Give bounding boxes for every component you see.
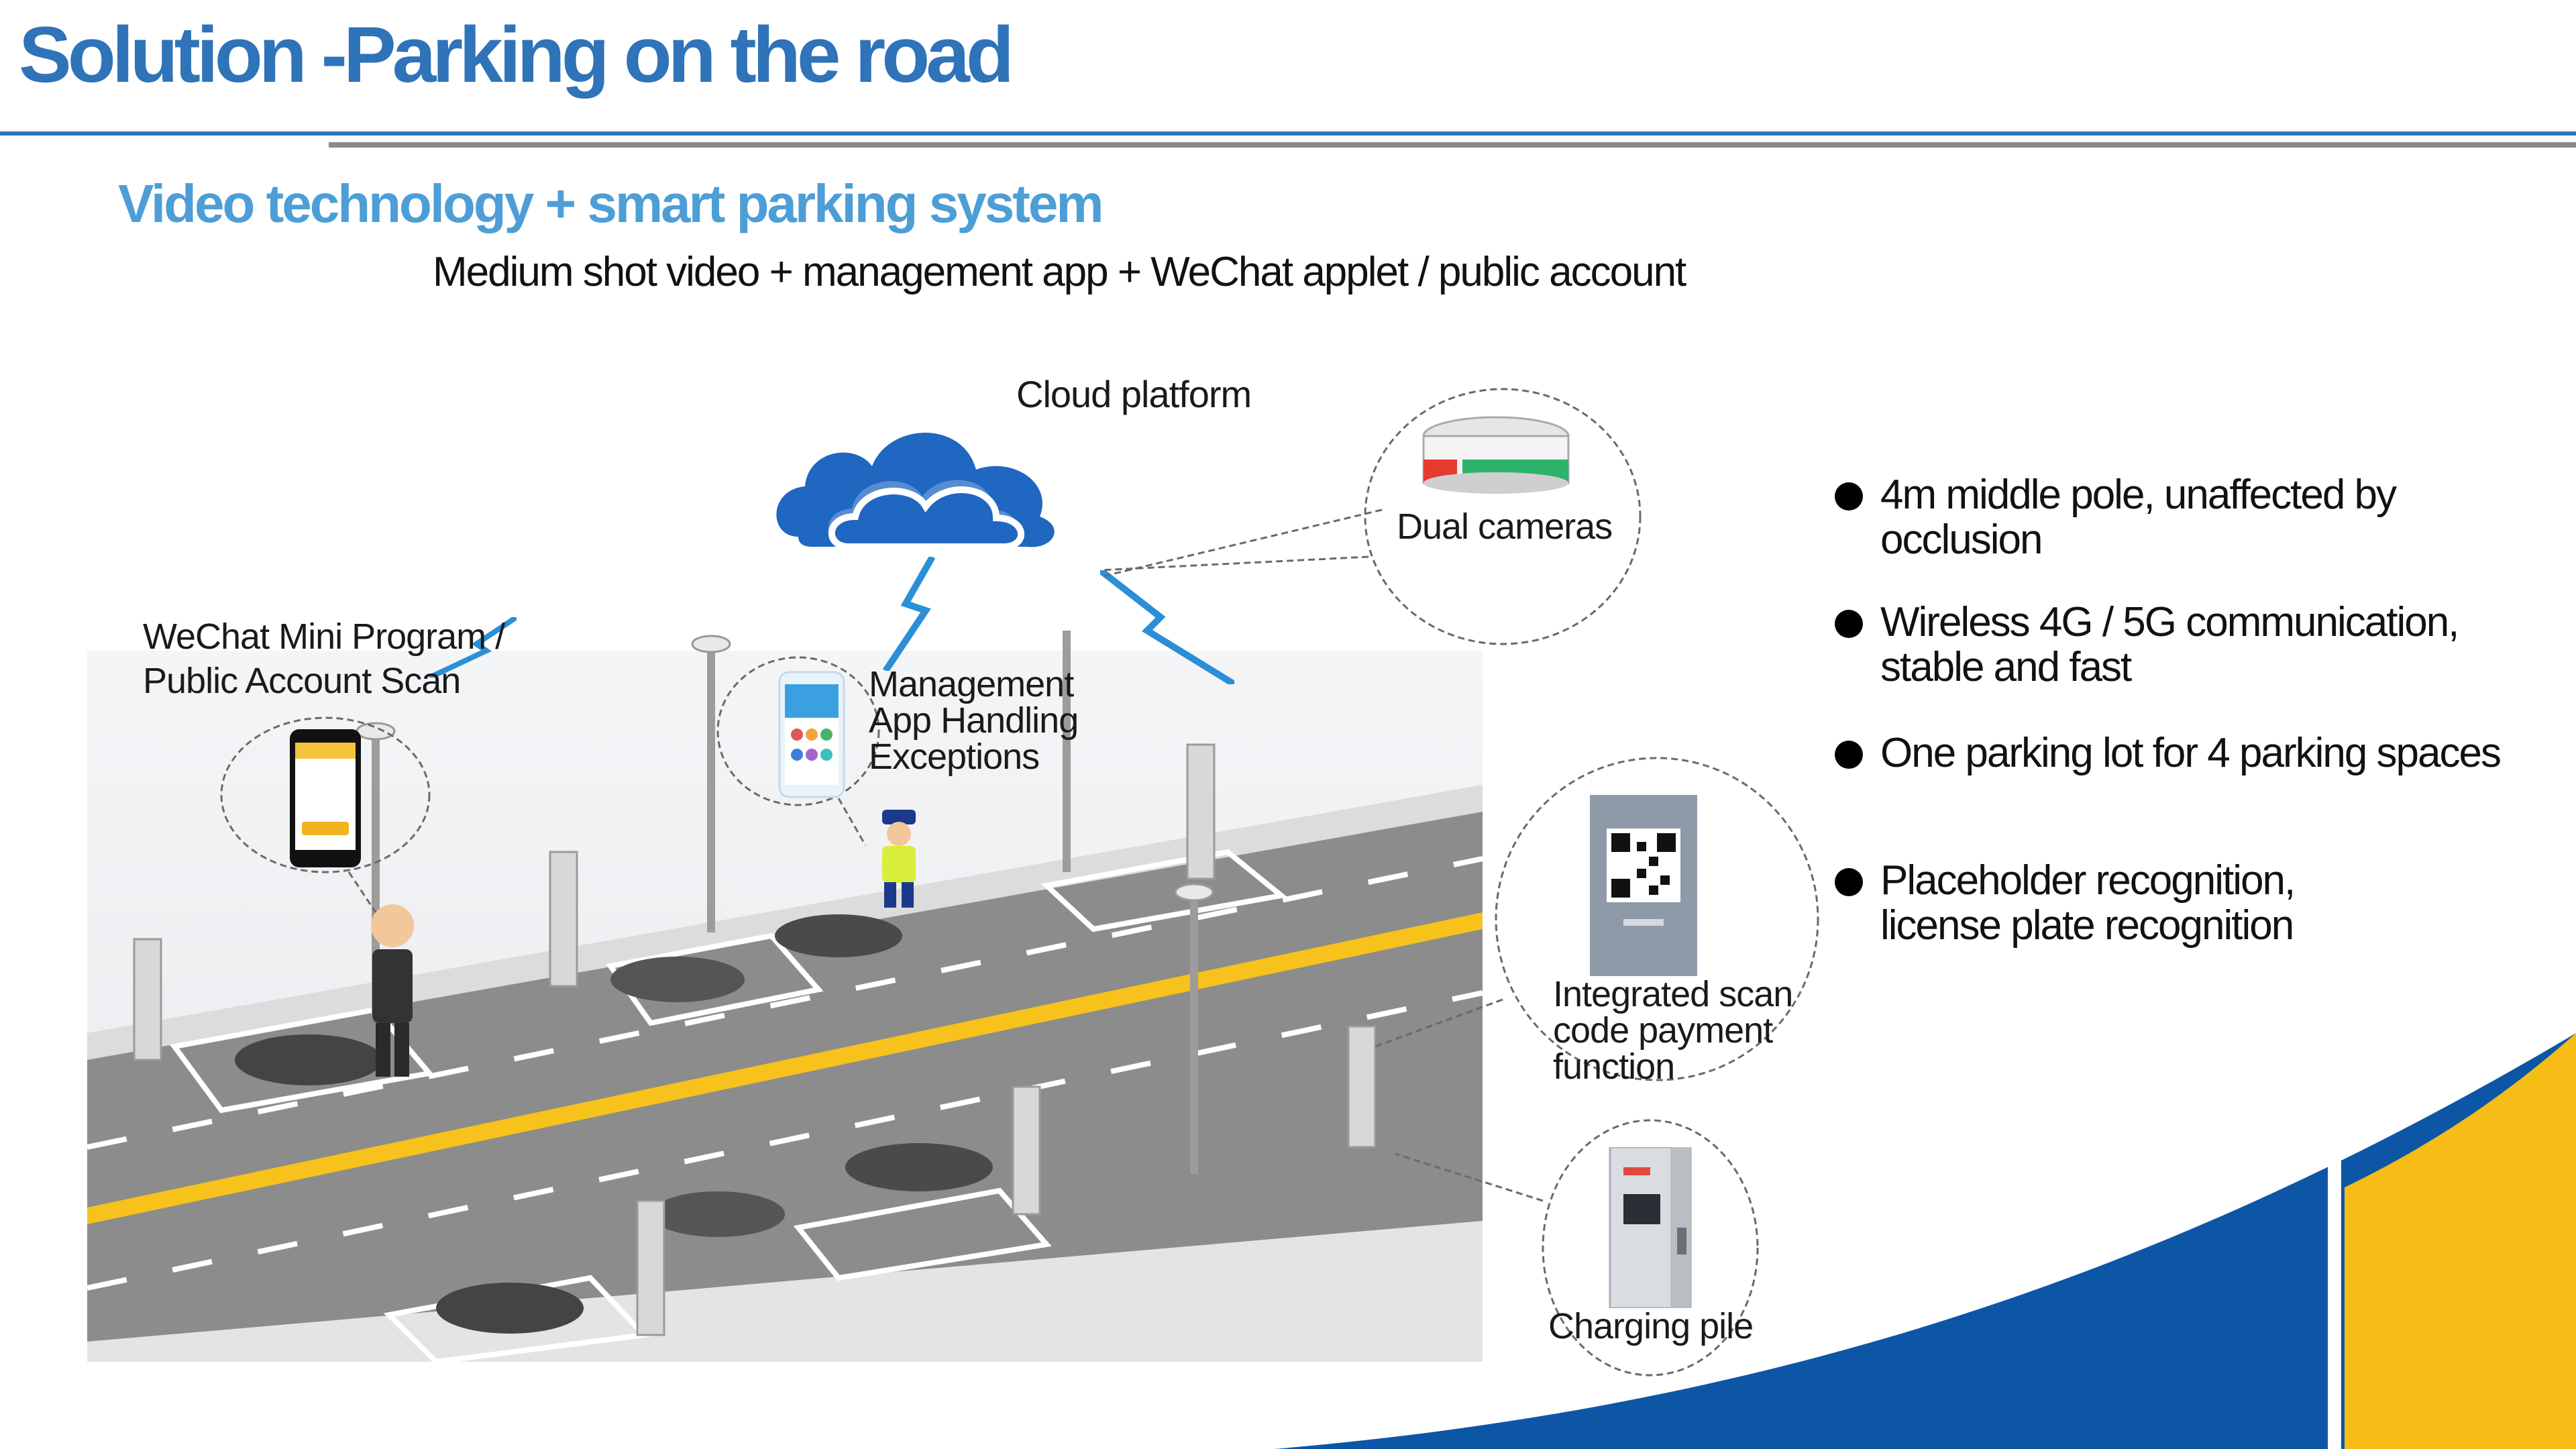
cloud-icon [776,433,1055,550]
feature-line1: One parking lot for 4 parking spaces [1880,730,2502,776]
page-title: Solution -Parking on the road [19,11,1014,99]
scan-label-line2: code payment [1553,1010,1773,1051]
management-label-line2: App Handling [869,700,1079,741]
section-tagline: Medium shot video + management app + WeC… [433,249,1686,295]
title-divider-blue [0,131,2576,136]
feature-line1: Wireless 4G / 5G communication, [1880,599,2459,645]
signal-bolt-icon [429,617,517,678]
wechat-label-line1: WeChat Mini Program / [143,616,505,657]
bullet-dot-icon [1835,741,1863,769]
corner-decoration [1275,1006,2576,1449]
scan-label-line3: function [1553,1046,1675,1087]
signal-bolt-icon [1100,570,1234,684]
scan-payment-label: Integrated scan code payment function [1553,974,1793,1087]
feature-item: Placeholder recognition, license plate r… [1835,857,2296,949]
feature-item: One parking lot for 4 parking spaces [1835,730,2502,776]
wechat-label: WeChat Mini Program / Public Account Sca… [143,616,505,701]
management-label: Management App Handling Exceptions [869,664,1079,777]
charging-pile-icon [1609,1147,1692,1308]
traffic-officer-icon [882,810,916,908]
dual-cameras-label: Dual cameras [1397,506,1613,547]
charging-pile-label: Charging pile [1548,1306,1754,1346]
feature-line1: Placeholder recognition, [1880,857,2296,904]
camera-icon [1422,416,1570,494]
management-label-line3: Exceptions [869,737,1040,777]
feature-line2: license plate recognition [1880,902,2294,949]
phone-icon [290,729,361,867]
feature-line2: occlusion [1880,516,2043,563]
bullet-dot-icon [1835,610,1863,638]
feature-item: 4m middle pole, unaffected by occlusion [1835,472,2397,563]
bullet-dot-icon [1835,482,1863,511]
section-subtitle: Video technology + smart parking system [118,174,1104,233]
feature-line2: stable and fast [1880,643,2132,690]
bullet-dot-icon [1835,868,1863,896]
qr-code-icon [1590,795,1697,976]
car-icon [235,914,993,1334]
title-divider-gray [329,142,2576,148]
signal-bolt-icon [882,557,936,671]
cloud-platform-label: Cloud platform [1016,373,1252,415]
person-figure [371,904,414,1077]
phone-icon [778,671,845,798]
feature-line1: 4m middle pole, unaffected by [1880,472,2397,518]
wechat-label-line2: Public Account Scan [143,661,461,701]
scan-label-line1: Integrated scan [1553,974,1793,1014]
feature-item: Wireless 4G / 5G communication, stable a… [1835,599,2459,690]
management-label-line1: Management [869,664,1074,704]
